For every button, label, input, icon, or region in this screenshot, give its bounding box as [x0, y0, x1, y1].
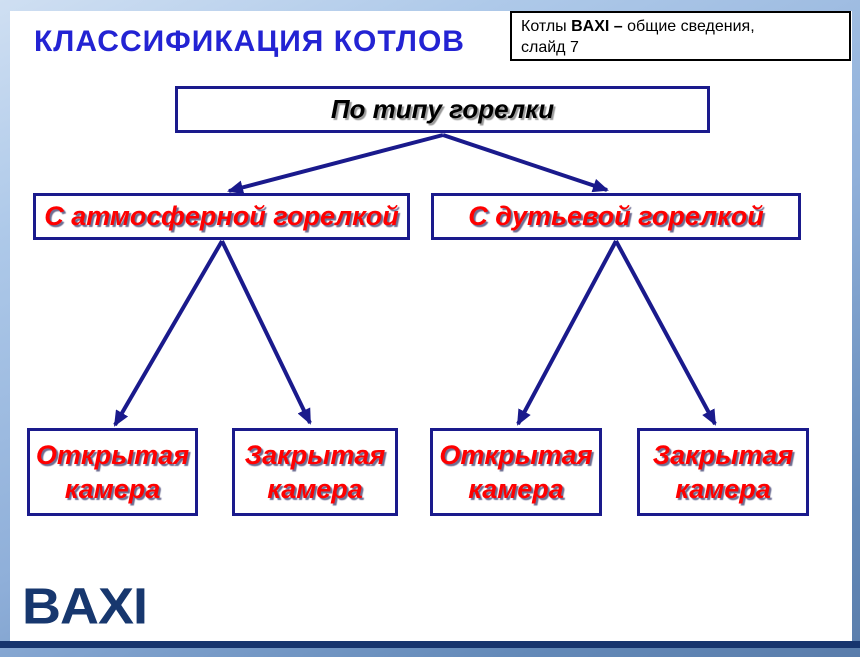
header-note-slide-number: слайд 7: [521, 39, 579, 56]
header-note-brand: BAXI –: [571, 18, 628, 35]
header-note-box: Котлы BAXI – общие сведения, слайд 7: [510, 11, 851, 61]
header-note-suffix: общие сведения,: [627, 18, 755, 35]
diagram-leaf-label: Закрытая камера: [244, 440, 386, 504]
diagram-leaf-label: Закрытая камера: [652, 440, 794, 504]
arrow-left-branch-to-leaf-1: [113, 239, 224, 427]
bottom-navy-bar: [0, 641, 860, 648]
diagram-branch-atmospheric: С атмосферной горелкой: [33, 193, 410, 240]
diagram-leaf-open-chamber-2: Открытая камера: [430, 428, 602, 516]
arrow-left-branch-to-leaf-2: [220, 240, 312, 425]
arrow-root-to-left-branch: [227, 133, 444, 195]
diagram-root-label: По типу горелки: [330, 94, 555, 124]
diagram-leaf-closed-chamber-2: Закрытая камера: [637, 428, 809, 516]
arrow-right-branch-to-leaf-4: [614, 240, 717, 426]
arrow-root-to-right-branch: [442, 133, 609, 193]
baxi-logo: BAXI: [22, 577, 148, 635]
diagram-leaf-closed-chamber-1: Закрытая камера: [232, 428, 398, 516]
diagram-branch-label: С атмосферной горелкой: [44, 201, 399, 231]
arrow-right-branch-to-leaf-3: [516, 240, 618, 426]
slide-canvas: КЛАССИФИКАЦИЯ КОТЛОВ Котлы BAXI – общие …: [10, 11, 852, 641]
diagram-leaf-label: Открытая камера: [439, 440, 593, 504]
header-note-prefix: Котлы: [521, 18, 572, 35]
diagram-root-box: По типу горелки: [175, 86, 710, 133]
page-title: КЛАССИФИКАЦИЯ КОТЛОВ: [34, 25, 465, 58]
diagram-leaf-label: Открытая камера: [35, 440, 190, 504]
diagram-branch-forced-draft: С дутьевой горелкой: [431, 193, 801, 240]
diagram-branch-label: С дутьевой горелкой: [468, 201, 764, 231]
diagram-leaf-open-chamber-1: Открытая камера: [27, 428, 198, 516]
